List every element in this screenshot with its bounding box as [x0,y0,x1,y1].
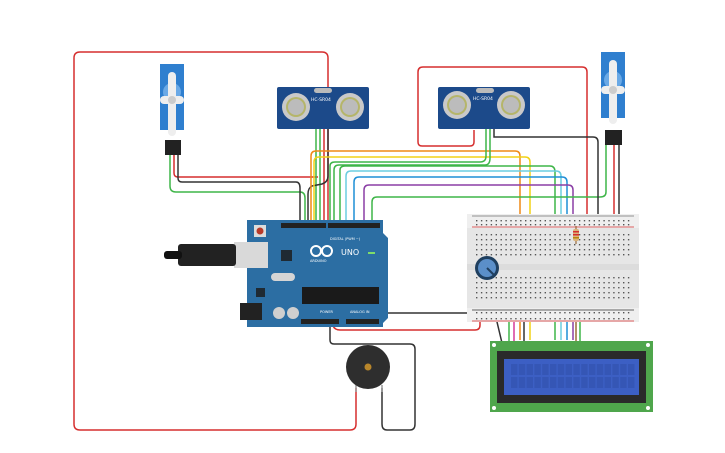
lcd-cell [550,364,557,375]
wire-purple[interactable] [363,184,574,340]
ultrasonic-sensor-right[interactable]: HC-SR04 [438,87,530,129]
wire-red-left-loop[interactable] [73,51,357,431]
lcd-cell [542,364,549,375]
wire-servo-left-signal[interactable] [169,155,306,226]
lcd-cell [518,377,526,388]
lcd-cell [542,377,549,388]
lcd-cell [604,377,611,388]
lcd-cell [557,364,565,375]
lcd-cell [581,377,588,388]
lcd-cell [620,364,627,375]
usb-connector [234,242,268,268]
lcd-cell [526,377,533,388]
arduino-uno[interactable]: DIGITAL (PWM ~) ARDUINO UNO POWER ANALOG… [164,220,388,327]
wire-servo-left-gnd[interactable] [177,155,301,226]
uno-label: UNO [341,248,359,257]
lcd-cell [526,364,533,375]
analog-label: ANALOG IN [350,310,370,314]
piezo-buzzer[interactable] [346,345,390,392]
wire-lightblue[interactable] [345,170,562,340]
ultrasonic-sensor-left[interactable]: HC-SR04 [277,87,369,129]
analog-header [346,319,379,324]
lcd-cell [511,364,518,375]
lcd-cell [550,377,557,388]
resistor [573,226,579,244]
lcd-cell [511,377,518,388]
lcd-cell [604,364,611,375]
wire-green-3[interactable] [371,145,607,226]
lcd-16x2[interactable] [490,341,653,412]
crystal [271,273,295,281]
potentiometer[interactable] [475,256,499,280]
svg-text:ARDUINO: ARDUINO [310,259,327,263]
lcd-cell [534,364,541,375]
wire-green-2[interactable] [339,165,556,340]
lcd-cell [589,377,596,388]
digital-label: DIGITAL (PWM ~) [330,237,361,241]
wire-green-sensor-right-2[interactable] [333,128,491,226]
lcd-cell [557,377,565,388]
breadboard [467,214,639,322]
wire-orange[interactable] [310,150,521,340]
wire-buzzer-gnd-top[interactable] [329,322,416,431]
wire-red-right-loop[interactable] [417,66,588,225]
lcd-cell [596,364,604,375]
lcd-cell [534,377,541,388]
lcd-cell [518,364,526,375]
lcd-cell [628,364,635,375]
power-label: POWER [320,310,334,314]
arduino-logo: ARDUINO [310,245,333,263]
lcd-cell [565,377,572,388]
servo-left[interactable] [160,64,184,155]
lcd-cell [612,377,619,388]
wire-yellow[interactable] [313,156,531,340]
digital-header [281,223,326,228]
lcd-cell [573,364,580,375]
servo-right[interactable] [601,52,625,145]
lcd-cell [573,377,580,388]
digital-header-2 [328,223,380,228]
wire-green-sensor-right-1[interactable] [329,128,487,226]
atmega-chip [302,287,379,304]
lcd-cell [589,364,596,375]
lcd-cell [581,364,588,375]
lcd-cell [612,364,619,375]
svg-text:HC-SR04: HC-SR04 [311,97,331,103]
svg-text:HC-SR04: HC-SR04 [473,96,493,102]
lcd-cell [596,377,604,388]
wire-sensor-right-gnd[interactable] [493,128,599,225]
lcd-cell [628,377,635,388]
usb-cable [178,244,236,266]
wire-sensor-left-gnd[interactable] [307,128,329,226]
wire-servo-left-power[interactable] [173,155,318,178]
power-header [301,319,339,324]
lcd-cell [620,377,627,388]
lcd-cell [565,364,572,375]
wire-arduino-5v[interactable] [327,319,481,331]
wire-blue[interactable] [353,176,568,340]
